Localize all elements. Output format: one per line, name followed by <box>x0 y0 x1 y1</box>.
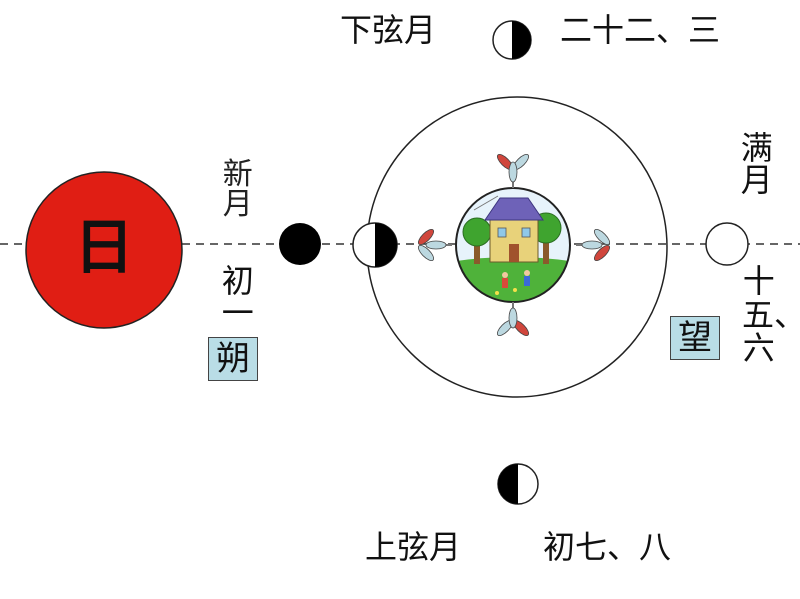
first-quarter-moon <box>497 463 539 505</box>
last-quarter-days: 二十二、三 <box>560 11 721 49</box>
last-quarter-moon <box>492 20 532 60</box>
new-moon <box>279 223 321 265</box>
first-quarter-days: 初七、八 <box>543 528 672 566</box>
full-moon-name: 满月 <box>740 129 773 199</box>
pinwheel-right <box>576 228 611 262</box>
new-moon-term: 朔 <box>208 337 258 381</box>
pinwheel-left <box>417 228 452 262</box>
sun-label: 日 <box>74 213 134 283</box>
new-moon-days: 初一 <box>221 262 254 332</box>
last-quarter-name: 下弦月 <box>340 11 437 49</box>
full-moon-days: 十五、六 <box>742 262 800 368</box>
full-moon-term: 望 <box>670 316 720 360</box>
first-quarter-name: 上弦月 <box>365 528 462 566</box>
new-moon-name: 新月 <box>222 157 253 222</box>
pinwheel-bottom <box>496 302 530 337</box>
earth <box>455 187 571 303</box>
full-moon <box>705 222 749 266</box>
pinwheel-top <box>496 153 530 188</box>
orbit-moon-new <box>352 222 398 268</box>
sun <box>25 171 183 329</box>
